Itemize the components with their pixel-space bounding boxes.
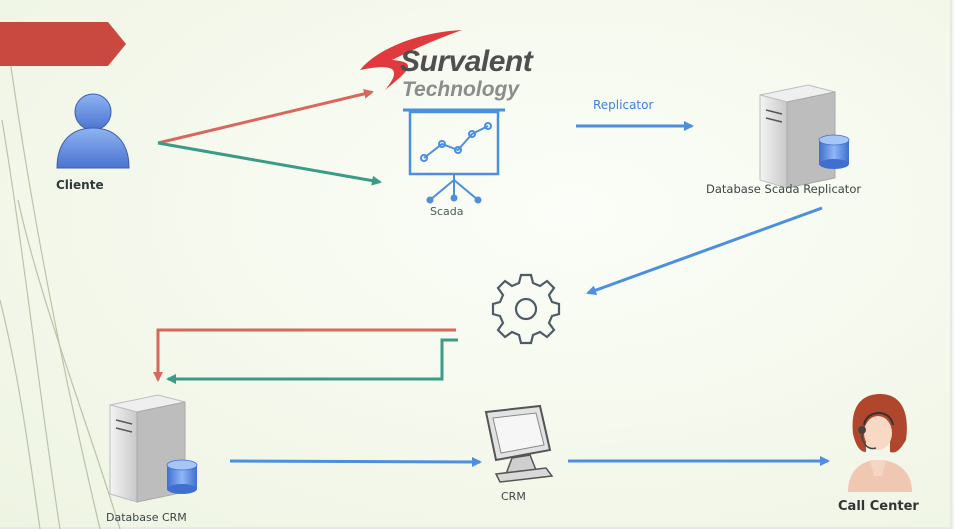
brand-name: Survalent (400, 45, 533, 78)
node-label-cliente: Cliente (56, 178, 104, 192)
node-label-call-center: Call Center (838, 499, 919, 514)
arrow-cliente-to-logo (157, 88, 374, 145)
node-label-crm: CRM (501, 490, 526, 503)
database-server-icon (759, 84, 850, 189)
logo-swoosh-icon (360, 30, 462, 90)
node-label-scada: Scada (430, 205, 464, 218)
node-label-db-scada: Database Scada Replicator (706, 182, 862, 196)
gear-icon (491, 273, 561, 345)
decorative-vines (0, 59, 121, 529)
arrow-red-to-db-crm (153, 328, 456, 382)
user-icon (56, 93, 130, 169)
node-label-db-crm: Database CRM (106, 511, 187, 524)
headset-agent-icon (848, 394, 912, 492)
arrow-green-to-db-crm (166, 338, 458, 384)
arrow-db-crm-to-crm (229, 456, 482, 467)
presentation-chart-icon (403, 108, 505, 204)
edge-label-replicator: Replicator (593, 98, 654, 112)
brand-subtitle: Technology (402, 78, 520, 101)
arrow-cliente-to-scada (157, 141, 382, 186)
banner-tab (0, 22, 126, 66)
database-server-icon (109, 394, 198, 503)
arrow-db-to-gear (586, 206, 823, 295)
monitor-icon (484, 404, 554, 483)
